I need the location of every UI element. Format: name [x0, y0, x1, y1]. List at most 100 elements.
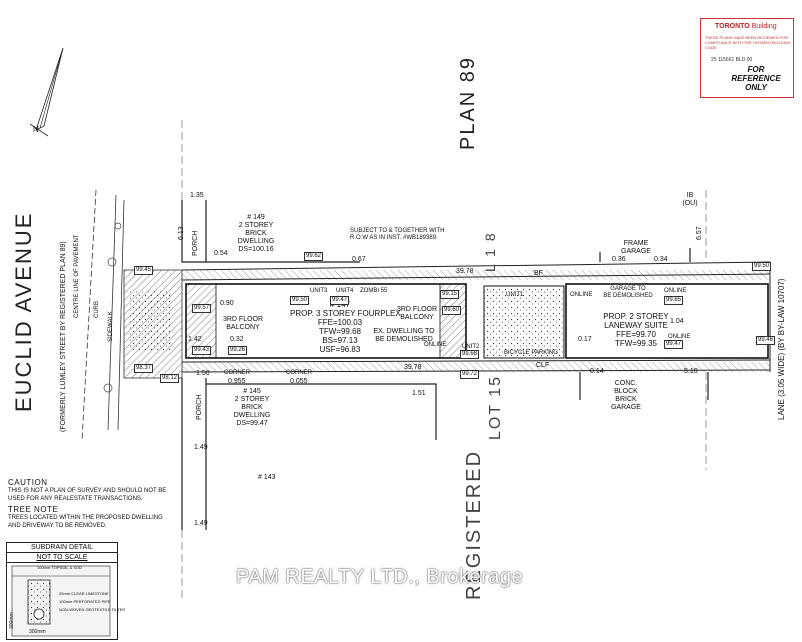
demolish-line: BE DEMOLISHED: [375, 336, 433, 343]
lot-15-label: LOT 15: [487, 374, 504, 440]
stamp-logo: TORONTO Building: [715, 23, 777, 30]
main-building-tfw: TFW=99.68: [318, 327, 361, 336]
stamp-reference: FOR REFERENCE ONLY: [723, 65, 789, 92]
dim-0-54: 0.54: [214, 250, 228, 257]
ib-line: (OU): [682, 200, 698, 207]
porch-south-label: PORCH: [196, 394, 203, 420]
spot-elevation: 99.46: [756, 336, 776, 345]
lot-18-label: L 1 8: [482, 231, 498, 272]
neighbour-south-line: DS=99.47: [236, 420, 268, 427]
dim-1-04: 1.04: [670, 318, 684, 325]
dim-0-34: 0.34: [654, 256, 668, 263]
subdrain-label: NON-WOVEN GEOTEXTILE FILTER: [59, 607, 126, 612]
dim-1-51: 1.51: [412, 390, 426, 397]
online-laneway-bottom: ONLINE: [668, 334, 691, 340]
main-building-title: # 147 PROP. 3 STOREY FOURPLEX FFE=100.03…: [290, 300, 401, 354]
bf-label: BF: [534, 270, 543, 277]
main-building-title-line: PROP. 3 STOREY FOURPLEX: [290, 309, 401, 318]
spot-elevation: 99.50: [752, 262, 772, 271]
spot-elevation: 99.15: [440, 290, 460, 299]
stamp-fine-print: THESE PLANS HAVE BEEN REVIEWED FOR COMPL…: [705, 35, 791, 50]
unit2-label: UNIT2: [462, 344, 480, 350]
stamp-logo-dept: Building: [751, 23, 777, 30]
conc-garage-line: BRICK: [615, 396, 637, 403]
main-building-ffe: FFE=100.03: [317, 318, 363, 327]
online-laneway-left: ONLINE: [570, 292, 593, 298]
neighbour-north-line: DWELLING: [237, 238, 275, 245]
subdrain-label: 100mm PERFORATED PIPE: [59, 599, 111, 604]
corner-label-1: CORNER: [224, 370, 251, 376]
balcony-right-line: 3RD FLOOR: [396, 306, 438, 313]
ib-line: IB: [686, 192, 694, 199]
subdrain-label: 300mm: [9, 612, 15, 629]
dim-0-67: 0.67: [352, 256, 366, 263]
neighbour-149-label: # 149 2 STOREY BRICK DWELLING DS=100.16: [226, 214, 286, 254]
subdrain-label: 25mm CLEAR LIMESTONE: [59, 591, 109, 596]
bicycle-parking-label: BICYCLE PARKING: [504, 350, 558, 356]
laneway-ffe: FFE=99.70: [616, 330, 656, 339]
unit4-label: UNIT4: [336, 288, 354, 294]
lot-divider-lines: [181, 120, 707, 600]
spot-elevation: 99.60: [442, 306, 462, 315]
dim-5-10: 5.10: [684, 368, 698, 375]
subdrain-subtitle: NOT TO SCALE: [7, 553, 117, 563]
north-label: N: [33, 125, 39, 134]
subdrain-label: 300mm: [29, 629, 46, 635]
spot-elevation: 99.26: [228, 346, 248, 355]
conc-garage-line: GARAGE: [611, 404, 641, 411]
spot-elevation: 99.65: [664, 296, 684, 305]
spot-elevation: 99.68: [460, 350, 480, 359]
frame-garage-label: FRAME GARAGE: [616, 240, 656, 256]
dim-39-78-bottom: 39.78: [404, 364, 422, 371]
notes-block: CAUTION THIS IS NOT A PLAN OF SURVEY AND…: [8, 476, 178, 530]
tree-note-line: AND DRIVEWAY TO BE REMOVED.: [8, 523, 107, 529]
dim-0-17: 0.17: [578, 336, 592, 343]
dim-1-42: 1.42: [188, 336, 202, 343]
ib-label: IB (OU): [680, 192, 700, 208]
street-name-euclid: EUCLID AVENUE: [11, 211, 36, 412]
neighbour-outlines: [181, 200, 709, 530]
garage-demolish-line: BE DEMOLISHED: [603, 293, 653, 299]
sidewalk-label: SIDEWALK: [108, 311, 114, 342]
clf-label: CLF: [536, 362, 550, 369]
tree-note-title: TREE NOTE: [8, 505, 59, 514]
porch-north-label: PORCH: [192, 230, 199, 256]
dim-6-57: 6.57: [696, 226, 703, 240]
demolish-note: EX. DWELLING TO BE DEMOLISHED: [364, 328, 444, 344]
spot-elevation: 99.47: [330, 296, 350, 305]
spot-elevation: 99.45: [134, 266, 154, 275]
neighbour-north-line: BRICK: [245, 230, 267, 237]
south-fence-strip: [182, 362, 770, 372]
subdrain-label: 100mm TOPSOIL & SOD: [37, 565, 83, 570]
corner-label-2: CORNER: [286, 370, 313, 376]
caution-title: CAUTION: [8, 478, 48, 487]
dim-0-90: 0.90: [220, 300, 234, 307]
online-laneway-right: ONLINE: [664, 288, 687, 294]
spot-elevation: 99.62: [304, 252, 324, 261]
dim-6-13: 6.13: [178, 226, 185, 240]
neighbour-143-label: # 143: [258, 474, 276, 481]
street-lines: [81, 189, 125, 441]
dim-39-78-top: 39.78: [456, 268, 474, 275]
spot-elevation: 98.37: [134, 364, 154, 373]
dim-0-14: 0.14: [590, 368, 604, 375]
frame-garage-line: GARAGE: [621, 248, 651, 255]
spot-elevation: 99.47: [664, 340, 684, 349]
online-main-label: ONLINE: [424, 342, 447, 348]
dim-0-32: 0.32: [230, 336, 244, 343]
caution-text-line: USED FOR ANY REALESTATE TRANSACTIONS.: [8, 496, 143, 502]
tree-note-line: TREES LOCATED WITHIN THE PROPOSED DWELLI…: [8, 515, 163, 521]
unit3-label: UNIT3: [310, 288, 328, 294]
front-planting: [130, 290, 170, 350]
laneway-suite-title: PROP. 2 STOREY LANEWAY SUITE FFE=99.70 T…: [586, 312, 686, 348]
caution-text-line: THIS IS NOT A PLAN OF SURVEY AND SHOULD …: [8, 488, 167, 494]
dim-0-955: 0.955: [228, 378, 246, 385]
curb-label: CURB: [94, 300, 100, 318]
laneway-title-line: LANEWAY SUITE: [604, 321, 668, 330]
stamp-ref-line: ONLY: [745, 83, 767, 92]
neighbour-north-line: DS=100.16: [238, 246, 274, 253]
main-building-bs: BS=97.13: [322, 336, 358, 345]
stamp-logo-city: TORONTO: [715, 23, 750, 30]
balcony-right-line: BALCONY: [400, 314, 434, 321]
spot-elevation: 99.72: [460, 370, 480, 379]
